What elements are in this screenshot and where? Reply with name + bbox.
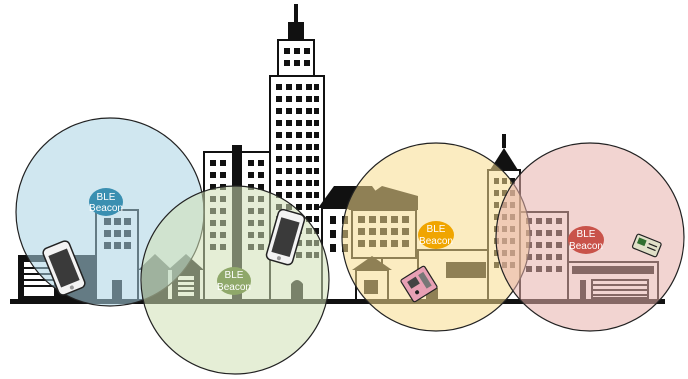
beacon-blue: BLE Beacon [89,188,123,216]
card-reader-icon [631,233,662,258]
beacon-red: BLE Beacon [568,226,604,254]
smartphone-icon [265,208,306,266]
beacon-bubble-red [568,226,604,254]
beacon-label-green-line2: Beacon [217,282,251,293]
beacon-bubble-blue [89,188,123,216]
ground-line [10,299,665,304]
beacon-label-green-line1: BLE [225,270,244,281]
beacon-label-red-line1: BLE [577,229,596,240]
beacon-label-yellow-line1: BLE [427,224,446,235]
beacon-label-blue-line2: Beacon [89,203,123,214]
beacon-bubble-green [217,267,251,295]
beacon-green: BLE Beacon [217,267,251,295]
beacon-label-red-line2: Beacon [569,241,603,252]
beacon-label-yellow-line2: Beacon [419,236,453,247]
smartphone-icon [42,240,86,296]
sensor-module-icon [400,265,438,303]
beacon-label-blue-line1: BLE [97,192,116,203]
beacon-bubble-yellow [418,221,454,249]
beacon-yellow: BLE Beacon [418,221,454,249]
